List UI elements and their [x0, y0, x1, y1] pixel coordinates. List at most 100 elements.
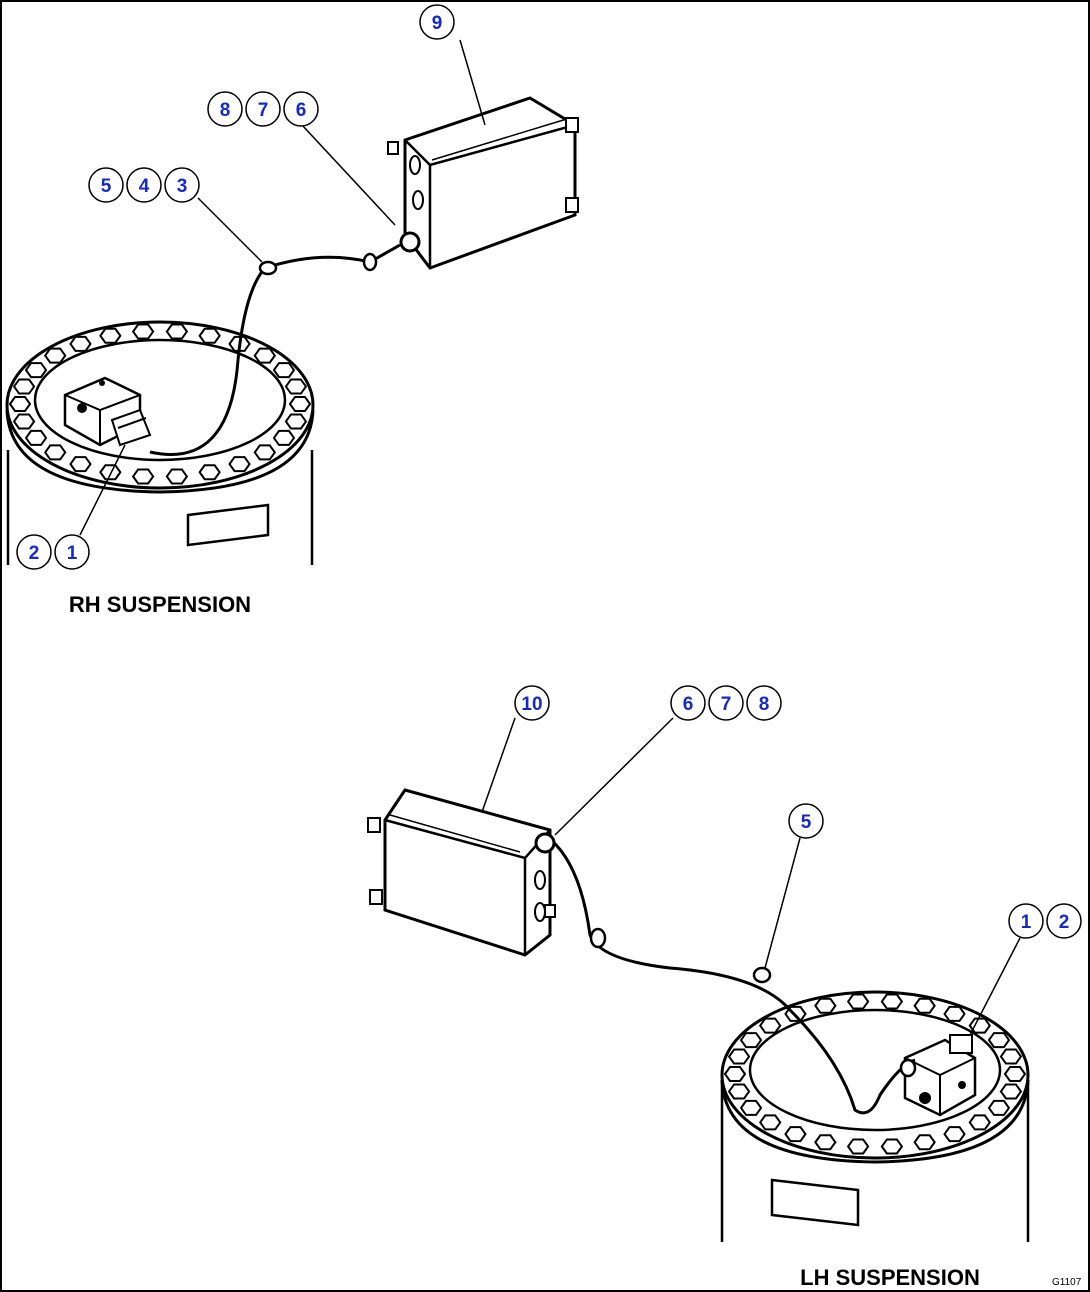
flange-bolt	[999, 1083, 1023, 1100]
flange-bolt	[24, 429, 48, 446]
lh-flange-edge	[720, 1079, 1030, 1164]
callout-number: 7	[721, 694, 732, 715]
rh-flange-edge	[5, 409, 315, 494]
lh-leader-10	[481, 717, 516, 813]
rh-harness-clip	[362, 252, 378, 272]
flange-bolt	[253, 347, 277, 364]
callout-balloon: 8 7 6	[207, 91, 319, 127]
flange-bolt	[846, 993, 870, 1010]
flange-bolt	[228, 456, 251, 473]
rh-leader-543	[197, 197, 263, 263]
flange-bolt	[943, 1005, 966, 1022]
flange-bolt	[288, 396, 312, 412]
flange-bolt	[880, 993, 904, 1010]
rh-wire-harness	[149, 243, 401, 457]
rh-cylinder-walls	[6, 450, 314, 565]
rh-nameplate	[186, 503, 270, 547]
lh-leader-678	[554, 717, 674, 836]
flange-bolt	[131, 323, 155, 340]
flange-bolt	[723, 1066, 747, 1082]
lh-harness-clamp	[752, 966, 772, 984]
callout-number: 2	[1059, 912, 1070, 933]
rh-harness-clamp	[258, 260, 278, 276]
callout-number: 7	[258, 100, 269, 121]
callout-balloon: 5 4 3	[88, 167, 200, 203]
rh-suspension-assembly: 9 8 7 6 5 4 3 2 1 RH SUSPENSION	[5, 4, 579, 617]
flange-bolt	[814, 997, 837, 1014]
rh-leader-21	[79, 444, 126, 536]
rh-leader-876	[301, 124, 396, 226]
flange-bolt	[165, 468, 189, 485]
rh-junction-box	[387, 96, 579, 270]
flange-bolt	[943, 1126, 966, 1143]
flange-bolt	[784, 1126, 807, 1143]
lh-cylinder-walls	[720, 1080, 1030, 1242]
flange-bolt	[284, 378, 308, 395]
flange-bolt	[758, 1114, 782, 1131]
flange-bolt	[1003, 1066, 1027, 1082]
flange-bolt	[272, 429, 296, 446]
callout-number: 3	[177, 176, 188, 197]
flange-bolt	[198, 327, 221, 344]
callout-number: 9	[432, 13, 443, 34]
flange-bolt	[12, 378, 36, 395]
lh-caption: LH SUSPENSION	[800, 1265, 980, 1290]
flange-bolt	[739, 1032, 763, 1049]
flange-bolt	[69, 456, 92, 473]
flange-bolt	[968, 1017, 992, 1034]
flange-bolt	[198, 464, 221, 481]
flange-bolt	[24, 362, 48, 379]
callout-number: 1	[67, 543, 78, 564]
flange-bolt	[913, 997, 936, 1014]
lh-leader-12	[969, 937, 1021, 1036]
flange-bolt	[43, 444, 67, 461]
lh-junction-box	[367, 788, 556, 957]
flange-bolt	[69, 335, 92, 352]
callout-balloon: 2 1	[16, 534, 90, 570]
flange-bolt	[284, 413, 308, 430]
callout-number: 5	[801, 812, 812, 833]
callout-balloon: 6 7 8	[670, 685, 782, 721]
callout-number: 5	[101, 176, 112, 197]
flange-bolt	[8, 396, 32, 412]
rh-pressure-sensor	[63, 376, 152, 447]
callout-number: 1	[1021, 912, 1032, 933]
lh-leader-5	[764, 837, 801, 969]
callout-number: 10	[521, 694, 542, 715]
flange-bolt	[131, 468, 155, 485]
rh-caption: RH SUSPENSION	[69, 592, 251, 617]
flange-bolt	[12, 413, 36, 430]
flange-bolt	[253, 444, 277, 461]
flange-bolt	[814, 1134, 837, 1151]
flange-bolt	[272, 362, 296, 379]
callout-balloon: 5	[788, 803, 824, 839]
flange-bolt	[758, 1017, 782, 1034]
callout-number: 4	[139, 176, 150, 197]
flange-bolt	[165, 323, 189, 340]
flange-bolt	[968, 1114, 992, 1131]
lh-harness-clip	[589, 927, 607, 949]
flange-bolt	[99, 327, 122, 344]
lh-wire-harness	[544, 833, 916, 1115]
lh-harness-clamp-2	[899, 1058, 917, 1078]
flange-bolt	[739, 1099, 763, 1116]
flange-bolt	[987, 1099, 1011, 1116]
rh-flange-bolts	[8, 323, 312, 485]
flange-bolt	[99, 464, 122, 481]
drawing-code: G1107	[1052, 1277, 1082, 1288]
lh-suspension-assembly: 10 6 7 8 5 1 2 LH SUSPENSION	[367, 685, 1082, 1290]
callout-balloon: 1 2	[1008, 903, 1082, 939]
callout-balloon: 9	[419, 4, 455, 40]
flange-bolt	[727, 1083, 751, 1100]
lh-pressure-sensor	[903, 1034, 977, 1117]
callout-number: 8	[759, 694, 770, 715]
callout-number: 6	[296, 100, 307, 121]
flange-bolt	[999, 1048, 1023, 1065]
rh-leader-9	[459, 39, 486, 126]
flange-bolt	[43, 347, 67, 364]
lh-nameplate	[770, 1178, 860, 1227]
flange-bolt	[913, 1134, 936, 1151]
